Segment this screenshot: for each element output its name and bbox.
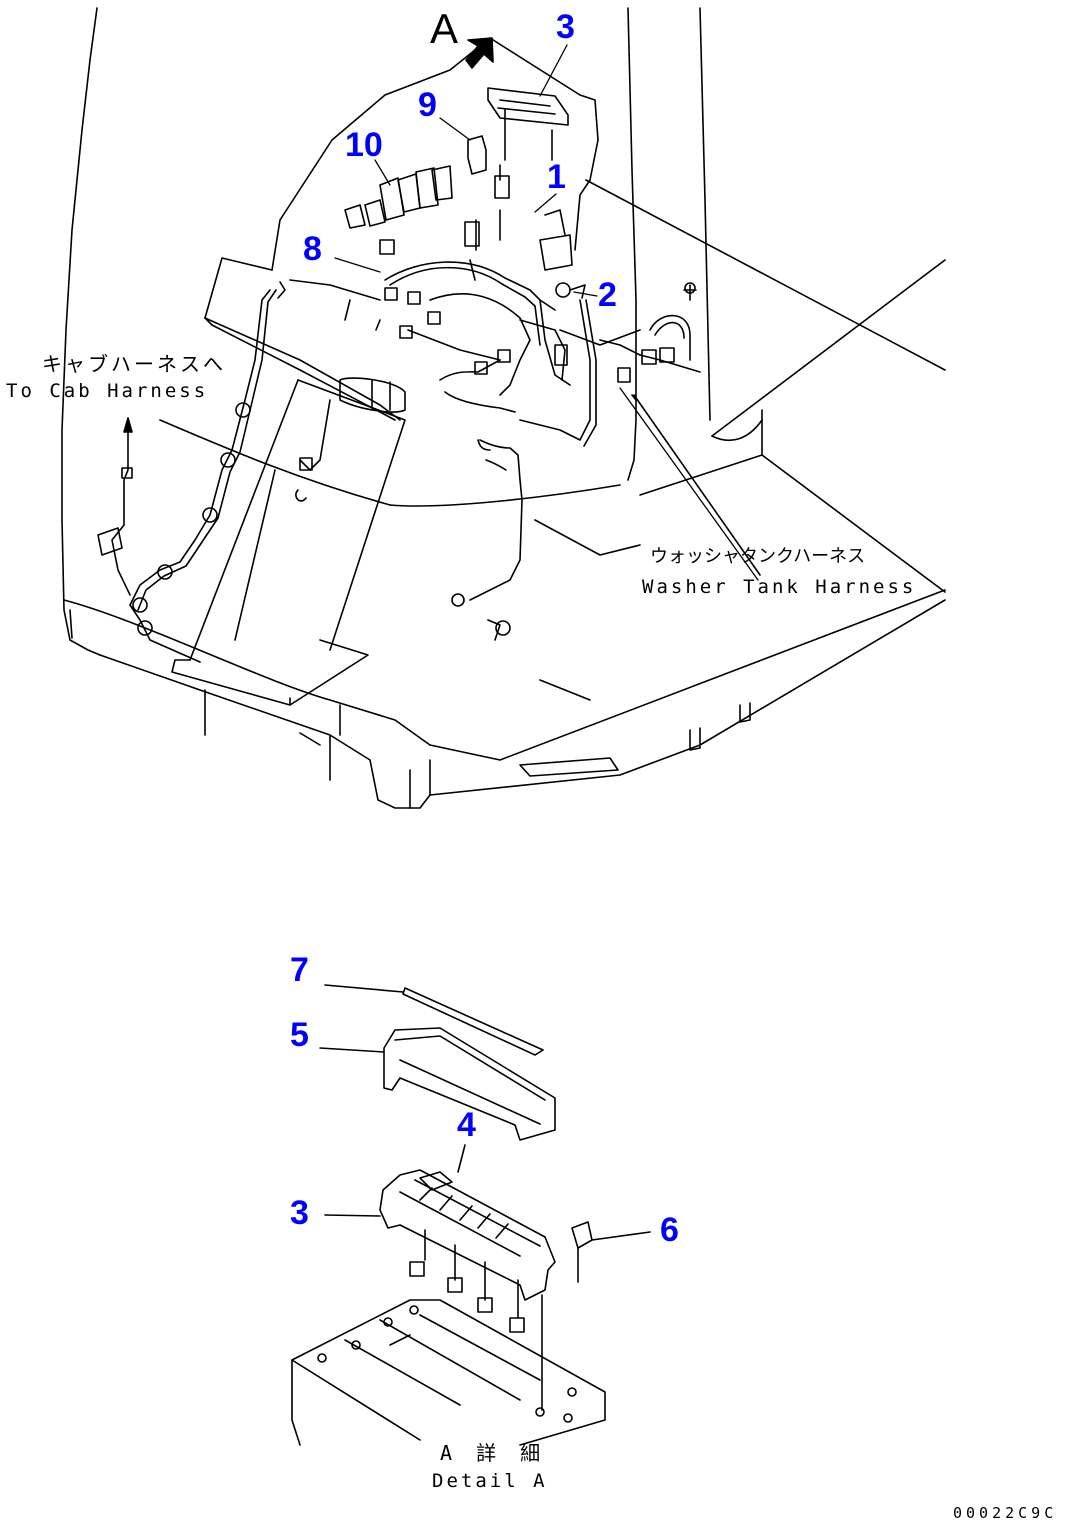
cab-harness-note-en: To Cab Harness [6, 380, 209, 402]
washer-harness-note-en: Washer Tank Harness [642, 576, 917, 598]
washer-harness-note-jp: ウォッシャタンクハーネス [650, 546, 866, 567]
main-harness [159, 109, 761, 601]
cab-outline [61, 7, 946, 809]
cab-harness-note-jp: キャブハーネスへ [42, 352, 226, 376]
callout-3-top: 3 [556, 8, 575, 46]
base-platform [63, 589, 946, 809]
drawing-code: 00022C9C [953, 1504, 1058, 1522]
detail-a [291, 984, 651, 1446]
callout-8: 8 [303, 230, 322, 268]
relays [344, 165, 453, 255]
callout-5: 5 [290, 1016, 309, 1054]
callout-7: 7 [290, 951, 309, 989]
callout-4: 4 [457, 1106, 476, 1144]
callout-3-detail: 3 [290, 1194, 309, 1232]
leader-lines [334, 44, 759, 581]
view-label-a: A [430, 5, 459, 52]
cab-harness [97, 279, 381, 663]
pedestal [171, 377, 406, 706]
view-arrow [465, 37, 494, 69]
callout-1: 1 [547, 158, 566, 196]
callout-9: 9 [418, 86, 437, 124]
connectors [299, 209, 697, 641]
callout-2: 2 [598, 276, 617, 314]
detail-a-title-jp: A 詳 細 [440, 1441, 547, 1465]
callout-10: 10 [345, 126, 383, 164]
detail-a-title-en: Detail A [432, 1470, 548, 1492]
callout-6: 6 [660, 1211, 679, 1249]
fuse-block-top [464, 87, 569, 247]
